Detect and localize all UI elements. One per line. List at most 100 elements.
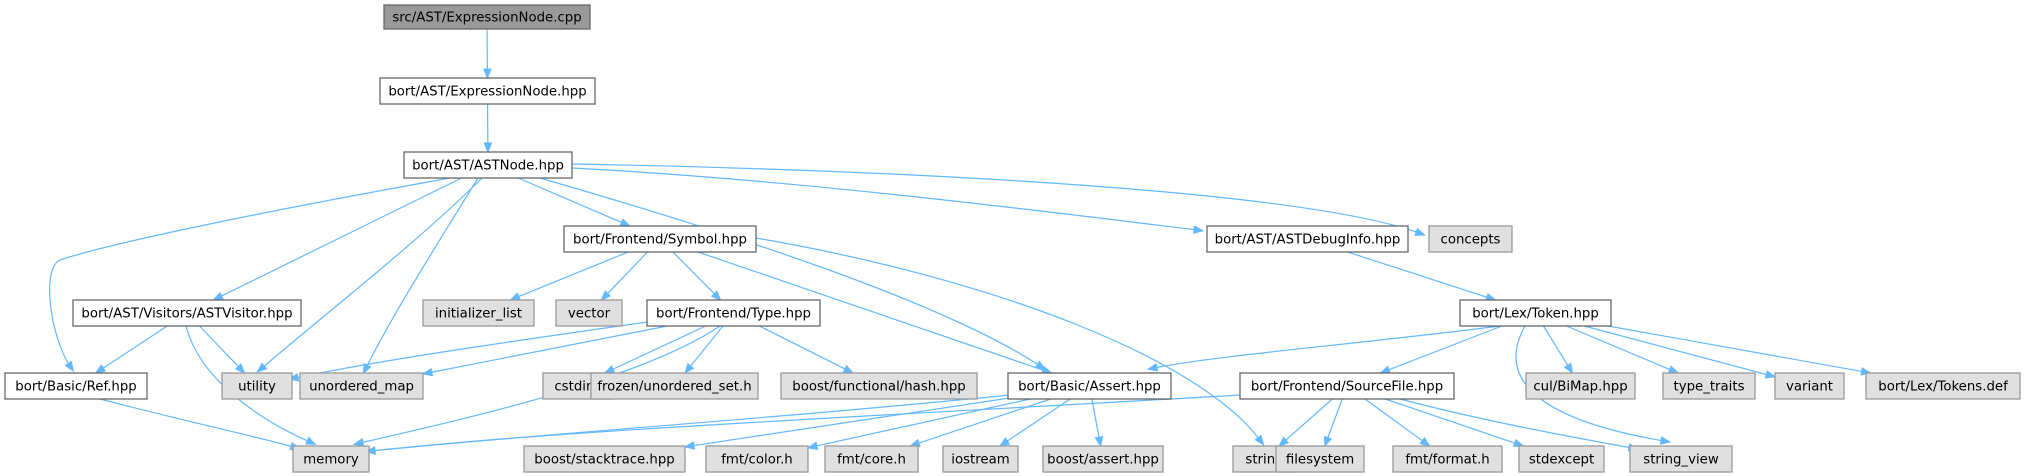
- edge-arrowhead: [1414, 227, 1426, 236]
- edge-arrowhead: [1278, 436, 1290, 447]
- node-label: vector: [568, 307, 611, 322]
- node-box: [1865, 372, 2021, 400]
- node-box: [299, 372, 424, 400]
- node-label: bort/AST/ASTDebugInfo.hpp: [1215, 233, 1401, 248]
- edge-arrowhead: [619, 218, 632, 227]
- node-box: [563, 225, 757, 253]
- edge-n4-to-n10: [1347, 251, 1497, 302]
- edge-arrowhead: [684, 362, 695, 375]
- node-boost-assert-hpp: boost/assert.hpp: [1042, 445, 1164, 473]
- edge-n17-to-n26: [909, 398, 1051, 448]
- edge-arrowhead: [352, 437, 365, 447]
- node-label: iostream: [951, 453, 1009, 468]
- edge-n10-to-n20: [1566, 325, 1680, 374]
- node-label: filesystem: [1286, 453, 1354, 468]
- node-box: [1392, 445, 1503, 473]
- node-box: [422, 299, 535, 327]
- node-box: [824, 445, 919, 473]
- node-box: [379, 77, 596, 105]
- node-bort-ast-astdebuginfo-hpp[interactable]: bort/AST/ASTDebugInfo.hpp: [1206, 225, 1409, 253]
- node-bort-frontend-type-hpp[interactable]: bort/Frontend/Type.hpp: [646, 299, 821, 327]
- edge-n0-to-n1: [483, 28, 492, 80]
- node-unordered-map: unordered_map: [299, 372, 424, 400]
- node-fmt-format-h: fmt/format.h: [1392, 445, 1503, 473]
- edge-arrowhead: [64, 360, 75, 373]
- node-boost-stacktrace-hpp: boost/stacktrace.hpp: [523, 445, 686, 473]
- node-frozen-unordered-set-h: frozen/unordered_set.h: [590, 372, 759, 400]
- node-label: bort/Lex/Tokens.def: [1878, 380, 2008, 395]
- node-box: [942, 445, 1019, 473]
- edge-n3-to-n29: [755, 237, 1265, 446]
- node-bort-ast-visitors-astvisitor-hpp[interactable]: bort/AST/Visitors/ASTVisitor.hpp: [72, 299, 302, 327]
- edge-arrowhead: [1659, 436, 1672, 445]
- edge-n3-to-n9: [672, 251, 722, 301]
- node-bort-ast-expressionnode-hpp[interactable]: bort/AST/ExpressionNode.hpp: [379, 77, 596, 105]
- node-label: bort/AST/ExpressionNode.hpp: [388, 85, 586, 100]
- edge-arrowhead: [94, 364, 107, 374]
- node-label: bort/Frontend/SourceFile.hpp: [1251, 380, 1443, 395]
- node-bort-lex-token-hpp[interactable]: bort/Lex/Token.hpp: [1459, 299, 1612, 327]
- edge-n18-to-n29: [1278, 398, 1333, 447]
- edge-n6-to-n11: [94, 325, 168, 374]
- node-label: string: [1245, 453, 1283, 468]
- edge-arrowhead: [1379, 365, 1391, 374]
- edge-arrowhead: [212, 291, 224, 301]
- edge-n3-to-n8: [600, 251, 648, 301]
- node-label: variant: [1786, 380, 1833, 395]
- edge-n2-to-n5: [571, 163, 1426, 236]
- edge-arrowhead: [364, 446, 376, 455]
- node-concepts: concepts: [1428, 225, 1513, 253]
- node-box: [1459, 299, 1612, 327]
- node-label: fmt/format.h: [1405, 453, 1489, 468]
- node-box: [1275, 445, 1365, 473]
- node-utility: utility: [221, 372, 293, 400]
- edge-n18-to-n23: [364, 394, 1241, 455]
- edge-arrowhead: [1094, 435, 1104, 448]
- node-bort-frontend-sourcefile-hpp[interactable]: bort/Frontend/SourceFile.hpp: [1239, 372, 1455, 400]
- edge-n10-to-n21: [1584, 325, 1777, 379]
- node-label: fmt/core.h: [837, 453, 906, 468]
- edge-arrowhead: [421, 367, 434, 377]
- edge-arrowhead: [305, 436, 317, 445]
- node-label: frozen/unordered_set.h: [597, 380, 751, 395]
- edge-arrowhead: [600, 290, 612, 301]
- edge-arrowhead: [842, 364, 855, 374]
- node-stdexcept: stdexcept: [1518, 445, 1605, 473]
- edge-arrowhead: [1192, 225, 1205, 234]
- edge-arrowhead: [1563, 362, 1574, 375]
- node-src-ast-expressionnode-cpp[interactable]: src/AST/ExpressionNode.cpp: [383, 4, 591, 30]
- node-box: [4, 372, 148, 400]
- node-box: [590, 372, 759, 400]
- edge-n17-to-n27: [998, 398, 1071, 447]
- edge-n17-to-n25: [806, 398, 1031, 451]
- node-label: string_view: [1643, 453, 1719, 468]
- node-label: bort/Basic/Assert.hpp: [1018, 380, 1161, 395]
- edge-arrowhead: [1419, 436, 1431, 447]
- edge-arrowhead: [998, 437, 1011, 447]
- edge-arrowhead: [1667, 365, 1680, 374]
- node-label: unordered_map: [309, 380, 414, 395]
- edge-arrowhead: [1324, 435, 1333, 448]
- node-label: bort/AST/Visitors/ASTVisitor.hpp: [81, 307, 292, 322]
- node-box: [292, 445, 370, 473]
- node-label: boost/stacktrace.hpp: [534, 453, 675, 468]
- edge-arrowhead: [1146, 363, 1159, 372]
- edge-n1-to-n2: [483, 103, 493, 154]
- edge-arrowhead: [683, 441, 696, 450]
- edge-n6-to-n12: [199, 325, 246, 374]
- node-box: [1774, 372, 1845, 400]
- node-fmt-core-h: fmt/core.h: [824, 445, 919, 473]
- node-box: [221, 372, 293, 400]
- node-bort-ast-astnode-hpp[interactable]: bort/AST/ASTNode.hpp: [403, 151, 573, 179]
- edge-n2-to-n12: [256, 177, 483, 373]
- node-box: [780, 372, 978, 400]
- node-bort-basic-assert-hpp[interactable]: bort/Basic/Assert.hpp: [1007, 372, 1172, 400]
- node-box: [646, 299, 821, 327]
- node-label: bort/Frontend/Type.hpp: [656, 307, 811, 322]
- node-bort-frontend-symbol-hpp[interactable]: bort/Frontend/Symbol.hpp: [563, 225, 757, 253]
- node-label: stdexcept: [1529, 453, 1594, 468]
- node-box: [523, 445, 686, 473]
- node-label: initializer_list: [435, 307, 522, 322]
- edge-arrowhead: [710, 290, 722, 301]
- node-bort-basic-ref-hpp[interactable]: bort/Basic/Ref.hpp: [4, 372, 148, 400]
